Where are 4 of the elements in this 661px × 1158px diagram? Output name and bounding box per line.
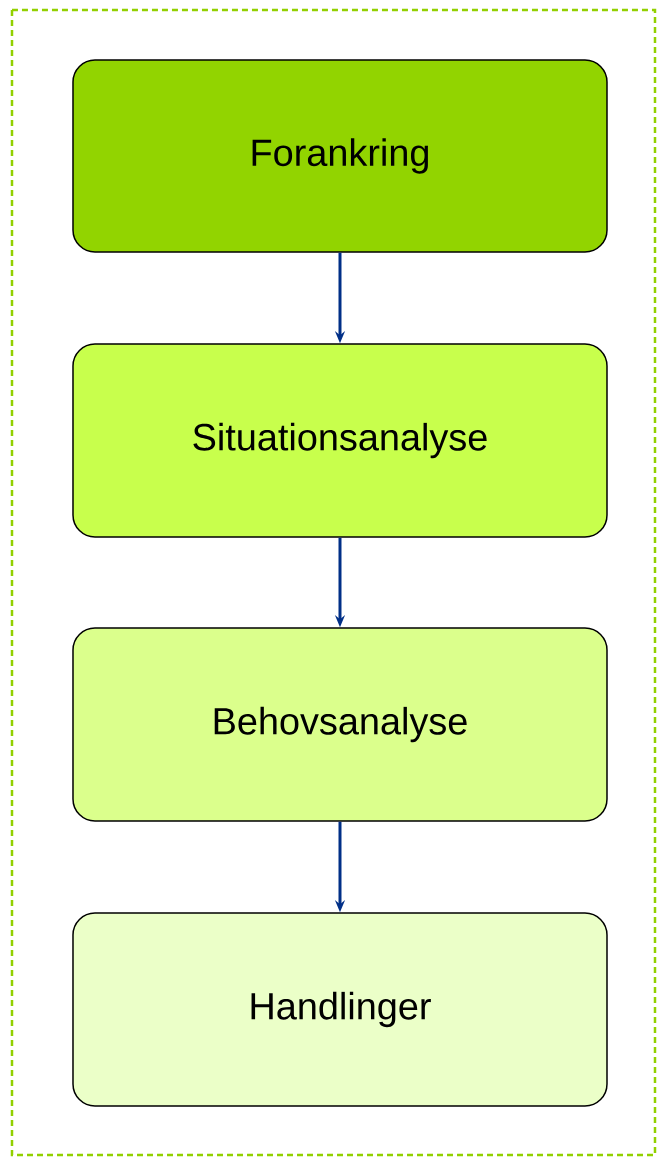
process-box: Behovsanalyse bbox=[72, 627, 608, 822]
process-box: Situationsanalyse bbox=[72, 343, 608, 538]
process-box: Forankring bbox=[72, 59, 608, 253]
process-box: Handlinger bbox=[72, 912, 608, 1107]
